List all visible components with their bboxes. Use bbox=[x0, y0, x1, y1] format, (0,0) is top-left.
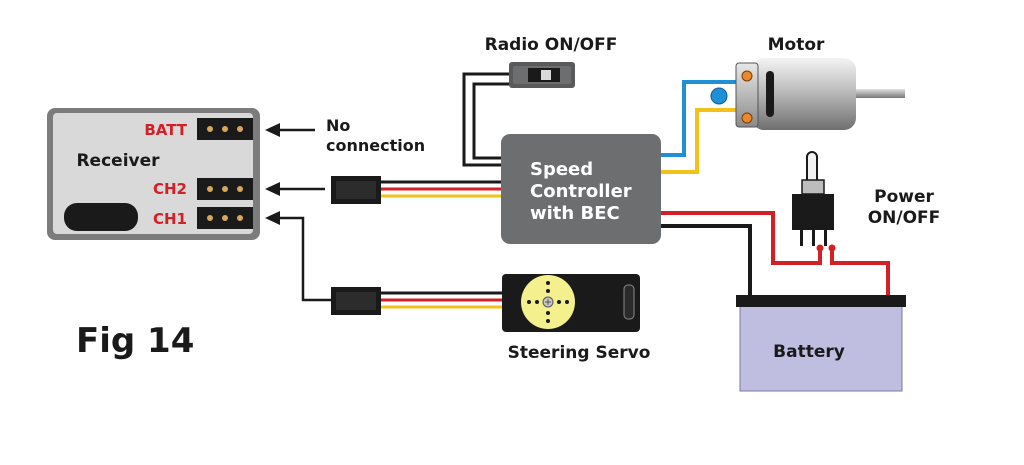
speed-controller-body bbox=[501, 134, 661, 244]
radio-switch bbox=[509, 62, 575, 88]
receiver-port-ch2 bbox=[197, 178, 253, 200]
radio-switch-wire-outer bbox=[462, 72, 528, 167]
receiver: Receiver BATT CH2 CH1 bbox=[47, 108, 260, 240]
battery-label: Battery bbox=[773, 342, 845, 362]
speed-controller-label-line3: with BEC bbox=[530, 203, 620, 224]
speed-controller-label-line2: Controller bbox=[530, 181, 632, 202]
power-switch-body bbox=[792, 194, 834, 230]
receiver-antenna-slot bbox=[64, 203, 138, 231]
motor-terminal-bottom bbox=[741, 112, 753, 124]
motor-label: Motor bbox=[768, 35, 825, 55]
receiver-port-batt bbox=[197, 118, 253, 140]
servo-horn-holes bbox=[527, 281, 569, 323]
figure-label: Fig 14 bbox=[76, 321, 194, 361]
radio-switch-wire-inner bbox=[472, 82, 528, 160]
ch1-arrow-head bbox=[265, 211, 280, 225]
battery-body bbox=[739, 304, 903, 392]
motor-can bbox=[752, 58, 856, 130]
power-switch-nut bbox=[801, 179, 825, 195]
battery: Battery bbox=[736, 295, 906, 392]
receiver-port-ch1-label: CH1 bbox=[153, 210, 187, 228]
servo-label: Steering Servo bbox=[508, 343, 651, 363]
motor bbox=[710, 58, 905, 130]
receiver-port-ch2-label: CH2 bbox=[153, 180, 187, 198]
battery-top bbox=[736, 295, 906, 307]
speed-controller-label-line1: Speed bbox=[530, 159, 593, 180]
no-connection-label-line2: connection bbox=[326, 136, 425, 155]
speed-controller: Speed Controller with BEC bbox=[501, 134, 661, 244]
motor-brush-slot bbox=[766, 71, 774, 117]
motor-endcap bbox=[735, 62, 759, 128]
servo-plug bbox=[331, 287, 381, 315]
wires bbox=[380, 72, 890, 309]
receiver-port-ch1 bbox=[197, 207, 253, 229]
steering-servo bbox=[502, 274, 640, 332]
ch1-arrow-line bbox=[278, 216, 332, 302]
radio-switch-label: Radio ON/OFF bbox=[485, 35, 618, 55]
no-connection-label-line1: No bbox=[326, 116, 350, 135]
ch2-plug bbox=[331, 176, 381, 204]
motor-shaft bbox=[853, 89, 905, 98]
power-wire-black bbox=[660, 224, 752, 297]
receiver-port-batt-label: BATT bbox=[144, 121, 187, 139]
receiver-title: Receiver bbox=[76, 151, 160, 171]
power-switch-label-line2: ON/OFF bbox=[868, 208, 941, 228]
motor-terminal-top bbox=[741, 70, 753, 82]
arrows bbox=[265, 123, 332, 302]
motor-capacitor bbox=[710, 87, 728, 105]
power-switch bbox=[792, 151, 836, 252]
power-switch-label-line1: Power bbox=[874, 187, 934, 207]
motor-wire-blue bbox=[660, 80, 740, 157]
ch2-arrow-head bbox=[265, 182, 280, 196]
servo-mount-tab bbox=[623, 284, 635, 320]
batt-arrow-head bbox=[265, 123, 280, 137]
motor-wire-yellow bbox=[660, 108, 740, 174]
power-wire-red-battery bbox=[830, 245, 890, 297]
power-wire-red-controller bbox=[660, 211, 822, 265]
